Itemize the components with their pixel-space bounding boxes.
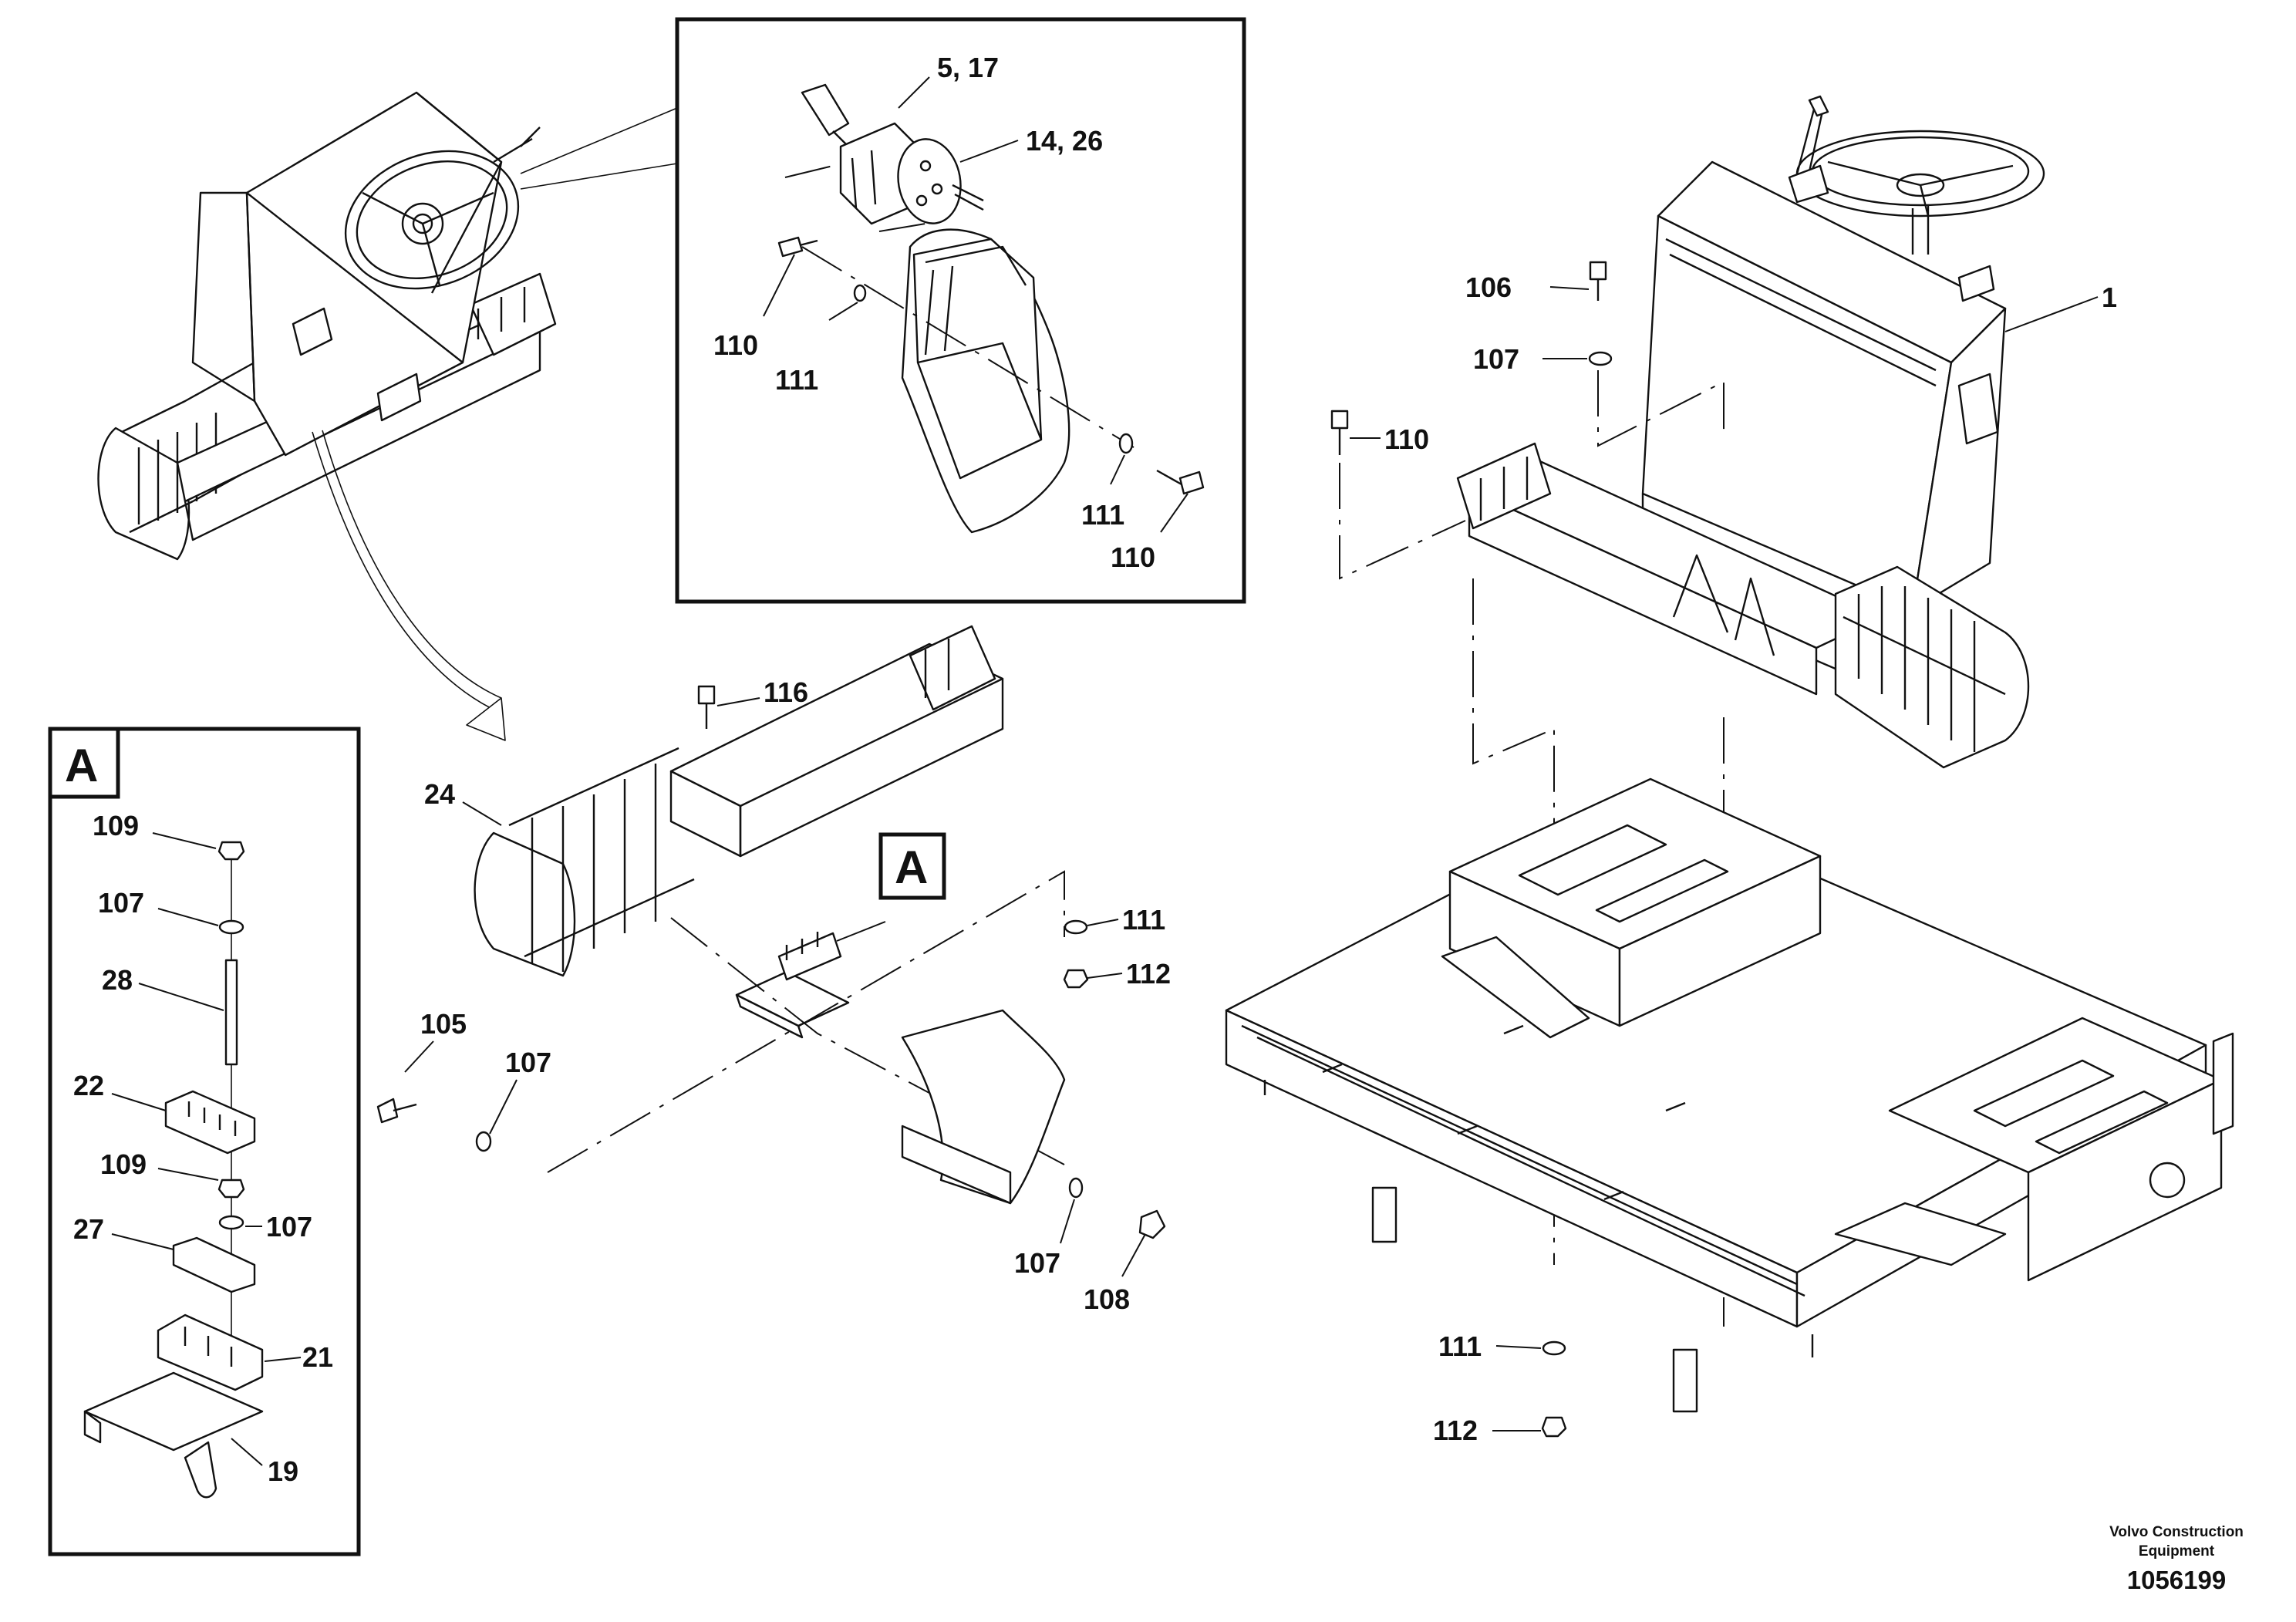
label-5-17: 5, 17 (937, 52, 999, 83)
label-a-27: 27 (73, 1213, 104, 1245)
label-a-107-mid: 107 (266, 1211, 312, 1243)
lever-detail-illustration (763, 76, 1205, 534)
label-107-lower: 107 (1014, 1247, 1060, 1279)
label-a-109-mid: 109 (100, 1148, 147, 1180)
frame-assembly-illustration (1225, 777, 2234, 1438)
label-106: 106 (1465, 271, 1512, 303)
console-assembly-illustration (1330, 95, 2099, 1327)
label-112-bottom: 112 (1433, 1415, 1478, 1446)
label-107-right: 107 (1473, 343, 1519, 375)
label-112-mid: 112 (1126, 958, 1171, 990)
label-a-107-top: 107 (98, 887, 144, 919)
callout-wedge (520, 107, 678, 190)
label-110-detail-left: 110 (713, 329, 758, 361)
label-116: 116 (764, 676, 808, 708)
label-110-detail-right: 110 (1111, 541, 1155, 573)
detail-a-inset-title-frame (48, 727, 120, 799)
label-a-22: 22 (73, 1070, 104, 1101)
lever-detail-frame (675, 17, 1246, 604)
label-a-109-top: 109 (93, 810, 139, 841)
label-107-mid: 107 (505, 1047, 551, 1078)
label-108: 108 (1084, 1283, 1130, 1315)
overview-console-illustration (97, 91, 557, 561)
curved-transfer-arrow (312, 430, 506, 741)
label-111-bottom: 111 (1438, 1330, 1482, 1362)
detail-a-inset-illustration (83, 832, 302, 1499)
label-111-mid: 111 (1122, 904, 1165, 936)
label-1: 1 (2102, 282, 2117, 313)
label-14-26: 14, 26 (1026, 125, 1103, 157)
document-number: 1056199 (2127, 1566, 2226, 1594)
label-110-right: 110 (1384, 423, 1429, 455)
exploded-chain-illustration (376, 625, 1166, 1277)
detail-a-inset-title: A (65, 740, 98, 791)
company-name-line2: Equipment (2139, 1543, 2215, 1560)
label-a-21: 21 (302, 1341, 333, 1373)
label-105: 105 (420, 1008, 467, 1040)
label-24: 24 (424, 778, 455, 810)
detail-a-inset-frame (48, 727, 361, 1556)
detail-a-marker: A (895, 841, 928, 893)
label-a-19: 19 (268, 1455, 298, 1487)
label-111-detail-left: 111 (775, 364, 818, 396)
company-name-line1: Volvo Construction (2109, 1524, 2244, 1540)
label-111-detail-right: 111 (1081, 499, 1124, 531)
label-a-28: 28 (102, 964, 133, 996)
detail-a-marker-frame (878, 832, 946, 900)
